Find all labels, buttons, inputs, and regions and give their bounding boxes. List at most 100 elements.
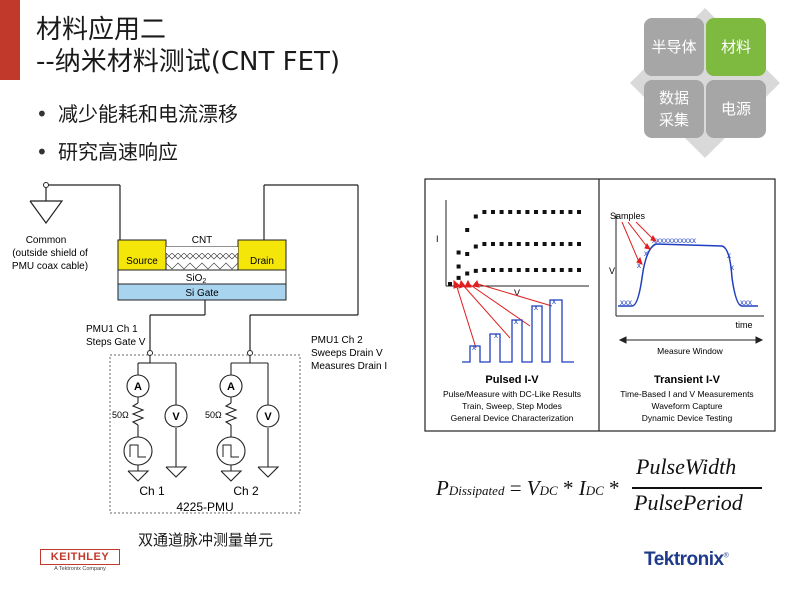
iv-point xyxy=(482,242,487,246)
iv-point xyxy=(559,210,564,214)
ch1-name: Ch 1 xyxy=(139,484,165,498)
voltmeter-label: V xyxy=(264,411,272,423)
iv-point xyxy=(534,242,538,246)
iv-point xyxy=(516,242,521,246)
svg-text:x: x xyxy=(727,251,731,260)
measure-window-label: Measure Window xyxy=(657,346,724,356)
iv-point xyxy=(559,242,564,246)
formula-i-sub: DC xyxy=(585,483,604,498)
iv-point xyxy=(508,242,513,246)
diagram-caption: 双通道脉冲测量单元 xyxy=(138,531,274,549)
iv-point xyxy=(465,228,470,232)
iv-point xyxy=(568,268,573,272)
page-title: 材料应用二 --纳米材料测试(CNT FET) xyxy=(36,14,340,78)
pulsed-iv-desc-2: Train, Sweep, Step Modes xyxy=(462,401,562,411)
formula-left-side: PDissipated = VDC * IDC * xyxy=(436,476,620,501)
pulsed-transient-iv-panel: I V xxxxx Pulsed I-V Pulse/Measure with … xyxy=(424,178,776,432)
formula-p: P xyxy=(436,476,449,500)
iv-point xyxy=(551,210,556,214)
nav-tile-label: 半导体 xyxy=(651,38,697,56)
iv-point xyxy=(465,252,470,256)
samples-arrows xyxy=(621,221,658,265)
bullet-text: 研究高速响应 xyxy=(58,140,178,164)
iv-point xyxy=(473,214,478,219)
ch2-label-3: Measures Drain I xyxy=(311,361,387,372)
iv-point xyxy=(525,268,530,272)
ammeter-label: A xyxy=(134,381,142,393)
svg-text:x: x xyxy=(514,317,518,326)
transient-axis-v: V xyxy=(609,266,615,276)
iv-point xyxy=(448,282,452,286)
iv-point xyxy=(516,210,521,214)
svg-text:xxx: xxx xyxy=(620,298,632,307)
cnt-label-bg xyxy=(166,247,238,253)
voltmeter-ch1 xyxy=(164,404,188,428)
nav-tile-power[interactable]: 电源 xyxy=(706,80,766,138)
ch1-label-2: Steps Gate V xyxy=(86,337,146,348)
iv-point xyxy=(577,268,581,272)
keithley-logo: KEITHLEY A Tektronix Company xyxy=(40,549,120,572)
panel-border xyxy=(424,178,776,432)
tektronix-logo: Tektronix® xyxy=(644,549,729,571)
pulse-arrows xyxy=(453,279,553,349)
iv-point xyxy=(534,210,538,214)
accent-bar xyxy=(0,0,20,80)
power-dissipation-formula: PDissipated = VDC * IDC * PulseWidth Pul… xyxy=(436,452,766,524)
transient-iv-title: Transient I-V xyxy=(654,374,721,386)
nav-tile-semiconductor[interactable]: 半导体 xyxy=(644,18,704,76)
iv-point xyxy=(559,268,564,272)
nav-tile-materials[interactable]: 材料 xyxy=(706,18,766,76)
ch2-label-2: Sweeps Drain V xyxy=(311,348,383,359)
formula-star-2: * xyxy=(603,476,620,500)
nav-tile-label: 电源 xyxy=(720,100,751,118)
formula-v-sub: DC xyxy=(539,483,558,498)
iv-point xyxy=(499,242,504,246)
nav-tile-data-acquisition[interactable]: 数据采集 xyxy=(644,80,704,138)
iv-point xyxy=(542,268,547,272)
bullet-item: • 研究高速响应 xyxy=(36,136,178,165)
svg-text:x: x xyxy=(494,331,498,340)
iv-point xyxy=(542,210,547,214)
bullet-dot: • xyxy=(36,140,48,164)
iv-point xyxy=(482,268,487,272)
nav-tile-label: 材料 xyxy=(720,38,751,56)
pulsed-iv-desc-1: Pulse/Measure with DC-Like Results xyxy=(443,389,581,399)
svg-text:xxxxxxxxxxx: xxxxxxxxxxx xyxy=(652,236,696,245)
tektronix-wordmark: Tektronix xyxy=(644,549,724,570)
keithley-wordmark: KEITHLEY xyxy=(40,549,120,565)
ammeter-label: A xyxy=(227,381,235,393)
pulse-sample-marks: xxxxx xyxy=(472,297,556,352)
transient-iv-desc-3: Dynamic Device Testing xyxy=(642,413,733,423)
iv-curve-points xyxy=(448,210,581,286)
bullet-item: •减少能耗和电流漂移 xyxy=(36,98,238,127)
si-gate-label: Si Gate xyxy=(185,288,219,299)
title-line-1: 材料应用二 xyxy=(36,15,167,45)
iv-point xyxy=(577,210,581,214)
iv-point xyxy=(508,210,513,214)
iv-point xyxy=(525,242,530,246)
svg-text:x: x xyxy=(637,261,641,270)
samples-label: Samples xyxy=(610,211,646,221)
source-label: Source xyxy=(126,256,158,267)
svg-text:x: x xyxy=(730,263,734,272)
drain-label: Drain xyxy=(250,256,274,267)
svg-text:xxx: xxx xyxy=(740,298,752,307)
ch2-name: Ch 2 xyxy=(233,484,259,498)
formula-denominator: PulsePeriod xyxy=(634,490,743,515)
iv-point xyxy=(577,242,581,246)
common-label: Common xyxy=(26,235,67,246)
nav-tile-label: 数据采集 xyxy=(658,89,689,129)
terminal-dot xyxy=(43,182,49,188)
pulse-train xyxy=(462,299,574,363)
voltmeter-ch2 xyxy=(256,404,280,428)
formula-star: * xyxy=(557,476,579,500)
common-note-1: (outside shield of xyxy=(12,248,88,259)
iv-point xyxy=(516,268,521,272)
cnt-label: CNT xyxy=(192,235,213,246)
iv-point xyxy=(499,268,504,272)
iv-point xyxy=(473,244,478,249)
title-line-2: --纳米材料测试(CNT FET) xyxy=(36,47,341,77)
resistor-label: 50Ω xyxy=(112,410,129,420)
iv-point xyxy=(568,210,573,214)
iv-point xyxy=(551,242,556,246)
